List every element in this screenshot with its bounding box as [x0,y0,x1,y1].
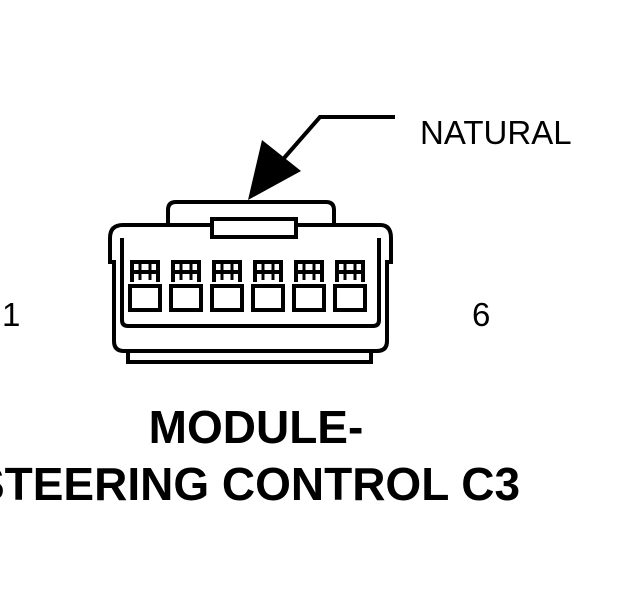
connector-key-slot [210,217,298,239]
callout-color-label: NATURAL [420,114,572,151]
pin-cavity-3 [210,260,244,312]
connector-cavity-frame [120,238,381,328]
callout-arrow-icon [248,140,301,200]
connector-latch [166,200,336,225]
callout-leader-line [276,115,395,167]
pin-cavities [128,260,367,312]
pin-label-left: 1 [2,296,20,333]
pin-label-right: 6 [472,296,490,333]
pin-cavity-4 [251,260,285,312]
pin-cavity-2 [169,260,203,312]
title-line-1: MODULE- [149,401,364,453]
connector-skirt [126,351,373,364]
pin-cavity-5 [292,260,326,312]
pin-cavity-1 [128,260,162,312]
connector-housing [108,223,393,353]
pin-cavity-6 [333,260,367,312]
title-line-2: STEERING CONTROL C3 [0,458,520,510]
